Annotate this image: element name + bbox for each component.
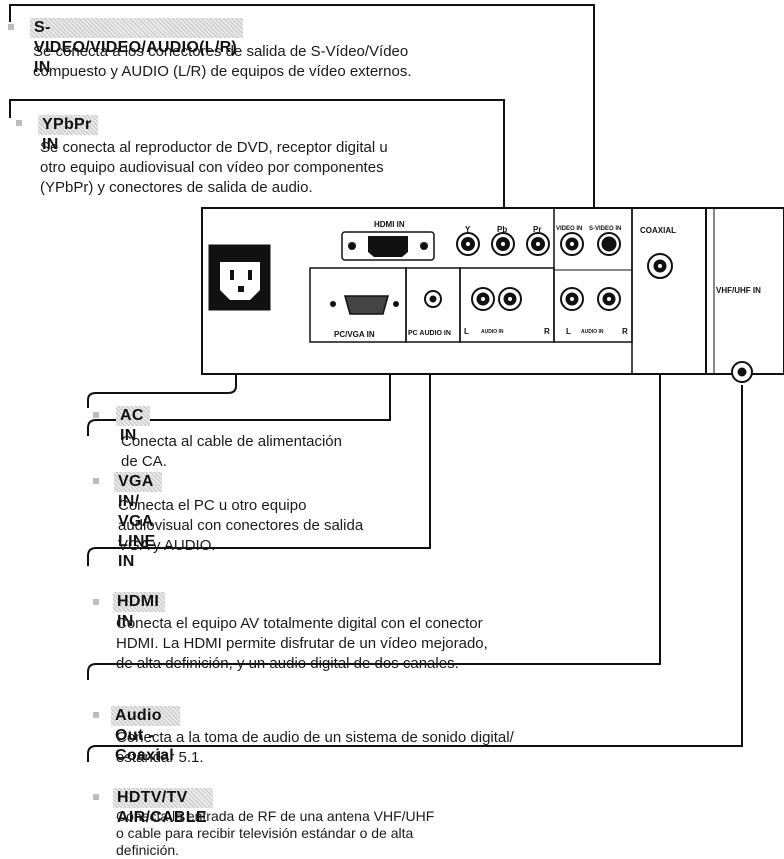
bullet-icon: [8, 24, 14, 30]
bullet-icon: [93, 599, 99, 605]
callout-description: Conecta al cable de alimentación de CA.: [121, 433, 342, 470]
label-l: L: [464, 327, 469, 336]
callout-title: YPbPr IN: [38, 115, 98, 153]
label-vhf-uhf-in: VHF/UHF IN: [716, 286, 761, 295]
wire-vhf: [87, 385, 743, 762]
label-l-2: L: [566, 327, 571, 336]
bullet-icon: [93, 712, 99, 718]
callout-title: HDMI IN: [113, 592, 166, 630]
wire-vga: [87, 350, 391, 436]
bullet-icon: [93, 478, 99, 484]
wire-hdmi: [87, 260, 431, 566]
bullet-icon: [93, 412, 99, 418]
label-y: Y: [465, 225, 471, 234]
ypbpr-jacks: [456, 232, 550, 256]
label-video-in: VIDEO IN: [556, 226, 583, 232]
panel-main: [201, 207, 707, 375]
label-r: R: [544, 327, 550, 336]
bullet-icon: [93, 794, 99, 800]
label-hdmi-in: HDMI IN: [374, 220, 405, 229]
wire-acin: [87, 368, 237, 408]
callout-description: Conecta la entrada de RF de una antena V…: [116, 808, 435, 858]
callout-description: Conecta a la toma de audio de un sistema…: [116, 729, 514, 766]
wire-svideo: [9, 4, 595, 218]
label-audio-in-2: AUDIO IN: [581, 329, 604, 335]
leader-lines: [9, 4, 743, 762]
label-pr: Pr: [533, 225, 542, 234]
label-audio-in: AUDIO IN: [481, 329, 504, 335]
callout-title: Audio Out - Coaxial: [111, 706, 181, 764]
callout-title: HDTV/TV AIR/CABLE: [113, 788, 213, 826]
label-pc-audio-in: PC AUDIO IN: [408, 330, 451, 337]
label-coaxial: COAXIAL: [640, 226, 676, 235]
wire-ypbpr: [9, 99, 505, 218]
vga-port: [344, 295, 389, 315]
callout-description: Se conecta al reproductor de DVD, recept…: [40, 139, 388, 196]
callout-description: Se conecta a los conectores de salida de…: [33, 43, 412, 80]
label-pc-vga-in: PC/VGA IN: [334, 330, 375, 339]
callout-description: Conecta el PC u otro equipo audiovisual …: [118, 497, 364, 554]
callout-title: S-VIDEO/VIDEO/AUDIO(L/R) IN: [30, 18, 244, 76]
panel-rf: [705, 207, 784, 375]
label-s-video-in: S-VIDEO IN: [589, 226, 622, 232]
callout-title: AC IN: [116, 406, 150, 444]
bullet-icon: [16, 120, 22, 126]
callout-description: Conecta el equipo AV totalmente digital …: [116, 615, 488, 672]
label-pb: Pb: [497, 225, 508, 234]
callout-title: VGA IN/ VGA LINE IN: [114, 472, 162, 570]
label-r-2: R: [622, 327, 628, 336]
back-panel: [201, 207, 784, 383]
wire-coax: [87, 285, 661, 680]
